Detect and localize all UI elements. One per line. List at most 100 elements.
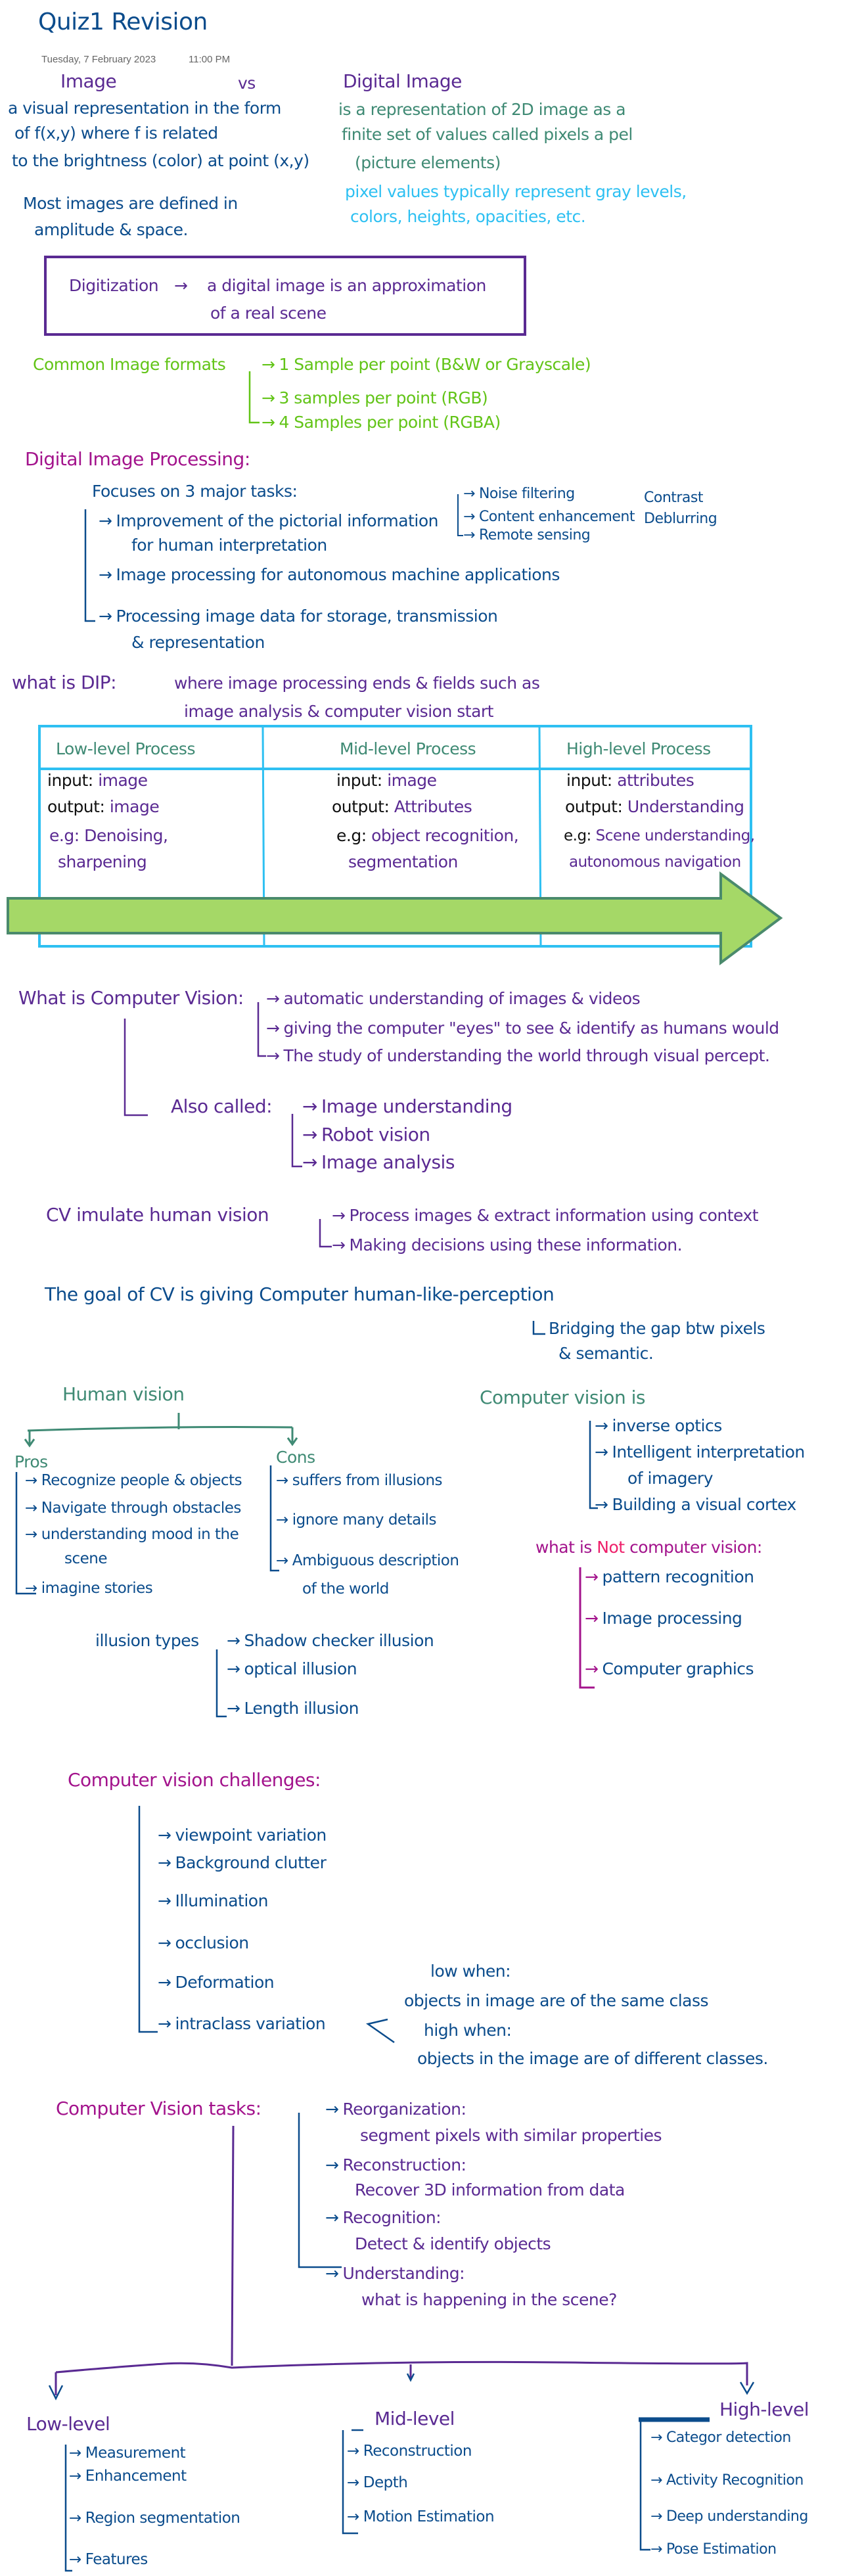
image-def-line: to the brightness (color) at point (x,y) (12, 151, 309, 170)
illusion-text: Length illusion (244, 1699, 359, 1718)
dip-heading: Digital Image Processing: (25, 448, 250, 470)
eg-label: e.g: (49, 826, 80, 845)
not-cv-emphasis: Not (597, 1538, 625, 1557)
pros-item: →imagine stories (25, 1577, 153, 1599)
challenge-text: Illumination (175, 1891, 268, 1910)
table-cell-eg: e.g: Scene understanding, (564, 825, 755, 847)
not-cv-item: →pattern recognition (585, 1566, 754, 1588)
arrow-right-icon: → (158, 1853, 171, 1872)
level-low-item: →Enhancement (69, 2465, 187, 2487)
illusion-text: Shadow checker illusion (244, 1631, 434, 1650)
image-def-line: of f(x,y) where f is related (14, 124, 218, 143)
arrow-right-icon: → (332, 1235, 346, 1254)
format-item: →4 Samples per point (RGBA) (261, 411, 501, 434)
cons-label: Cons (276, 1448, 315, 1467)
format-item-text: 4 Samples per point (RGBA) (279, 413, 501, 432)
not-cv-text: Computer graphics (602, 1659, 754, 1678)
not-cv-heading: what is Not computer vision: (535, 1536, 762, 1559)
arrow-right-icon: → (261, 388, 275, 407)
arrow-right-icon: → (276, 1552, 288, 1569)
task-desc: Detect & identify objects (355, 2234, 551, 2253)
format-item: →3 samples per point (RGB) (261, 387, 488, 409)
arrow-right-icon: → (325, 2264, 339, 2283)
format-item-text: 3 samples per point (RGB) (279, 388, 488, 407)
also-called-item: →Robot vision (302, 1124, 430, 1146)
dip-task: →Image processing for autonomous machine… (99, 564, 560, 586)
formats-bracket (248, 371, 260, 424)
challenges-heading: Computer vision challenges: (68, 1769, 321, 1791)
cv-is-text: Intelligent interpretation (612, 1442, 805, 1461)
level-low-item: →Features (69, 2548, 148, 2571)
level-mid-item: →Reconstruction (347, 2440, 472, 2462)
dip-task: →Processing image data for storage, tran… (99, 605, 498, 628)
level-item-text: Pose Estimation (666, 2541, 777, 2558)
what-is-dip-text: image analysis & computer vision start (184, 702, 493, 721)
not-cv-text: Image processing (602, 1609, 742, 1628)
arrow-right-icon: → (227, 1699, 240, 1718)
not-cv-text: pattern recognition (602, 1567, 754, 1586)
output-value: Understanding (627, 797, 744, 816)
input-label: input: (47, 771, 93, 790)
level-item-text: Region segmentation (85, 2510, 240, 2527)
table-cell-input: input: image (47, 770, 148, 792)
dip-sub-text: Noise filtering (478, 486, 575, 502)
what-is-dip-label: what is DIP: (12, 672, 117, 693)
task-desc: what is happening in the scene? (361, 2290, 617, 2309)
arrow-right-icon: → (585, 1567, 599, 1586)
arrow-right-icon: → (595, 1495, 608, 1514)
human-vision-tree (24, 1413, 298, 1448)
arrow-right-icon: → (266, 1019, 280, 1038)
cv-goal-sub: & semantic. (558, 1344, 654, 1363)
challenge-item: →occlusion (158, 1932, 249, 1954)
level-item-text: Deep understanding (666, 2508, 808, 2525)
cv-imitate-label: CV imulate human vision (46, 1204, 269, 1226)
output-value: image (109, 797, 160, 816)
cv-def: →automatic understanding of images & vid… (266, 988, 641, 1010)
output-label: output: (565, 797, 623, 816)
dip-focus: Focuses on 3 major tasks: (92, 482, 298, 501)
illusion-item: →optical illusion (227, 1658, 357, 1680)
arrow-right-icon: → (347, 2474, 359, 2491)
intraclass-high-text: objects in the image are of different cl… (417, 2049, 768, 2068)
arrow-right-icon: → (69, 2510, 81, 2527)
cv-def-text: giving the computer "eyes" to see & iden… (283, 1019, 779, 1038)
arrow-right-icon: → (276, 1511, 288, 1529)
what-is-cv-label: What is Computer Vision: (18, 987, 244, 1009)
pixel-note-line: pixel values typically represent gray le… (345, 182, 687, 201)
table-cell-output: output: image (47, 796, 160, 818)
illusion-types-label: illusion types (95, 1631, 199, 1650)
dip-task: →Improvement of the pictorial informatio… (99, 510, 438, 532)
dip-task-text: Image processing for autonomous machine … (116, 565, 560, 584)
dip-subsub-item: Contrast (644, 490, 704, 506)
level-mid-item: →Motion Estimation (347, 2506, 495, 2528)
intraclass-low-label: low when: (430, 1962, 511, 1981)
cv-imitate-text: Making decisions using these information… (349, 1235, 683, 1254)
table-header-low: Low-level Process (56, 739, 195, 758)
eg-label: e.g: (564, 827, 591, 844)
eg-value: Denoising, (84, 826, 168, 845)
level-item-text: Reconstruction (363, 2443, 472, 2460)
dip-task-cont: for human interpretation (131, 536, 327, 555)
arrow-right-icon: → (595, 1442, 608, 1461)
challenge-text: Background clutter (175, 1853, 327, 1872)
cons-text: suffers from illusions (292, 1472, 443, 1489)
pros-text: understanding mood in the (41, 1526, 239, 1543)
digital-def-line: finite set of values called pixels a pel (342, 125, 633, 144)
format-item: →1 Sample per point (B&W or Grayscale) (261, 354, 591, 376)
level-low-title: Low-level (26, 2413, 110, 2435)
pixel-note-line: colors, heights, opacities, etc. (350, 207, 586, 226)
cv-is-text: Building a visual cortex (612, 1495, 796, 1514)
arrow-right-icon: → (325, 2155, 339, 2174)
not-cv-item: →Computer graphics (585, 1658, 754, 1680)
level-item-text: Categor detection (666, 2429, 791, 2446)
arrow-right-icon: → (69, 2445, 81, 2462)
page-time: 11:00 PM (189, 54, 231, 65)
also-called-text: Robot vision (321, 1124, 430, 1145)
not-cv-prefix: what is (535, 1538, 592, 1557)
intraclass-high-label: high when: (424, 2021, 512, 2040)
digital-image-heading: Digital Image (343, 70, 462, 92)
eg-label: e.g: (336, 826, 367, 845)
not-cv-item: →Image processing (585, 1607, 742, 1630)
cons-item-cont: of the world (302, 1580, 389, 1598)
also-called-text: Image analysis (321, 1151, 455, 1173)
